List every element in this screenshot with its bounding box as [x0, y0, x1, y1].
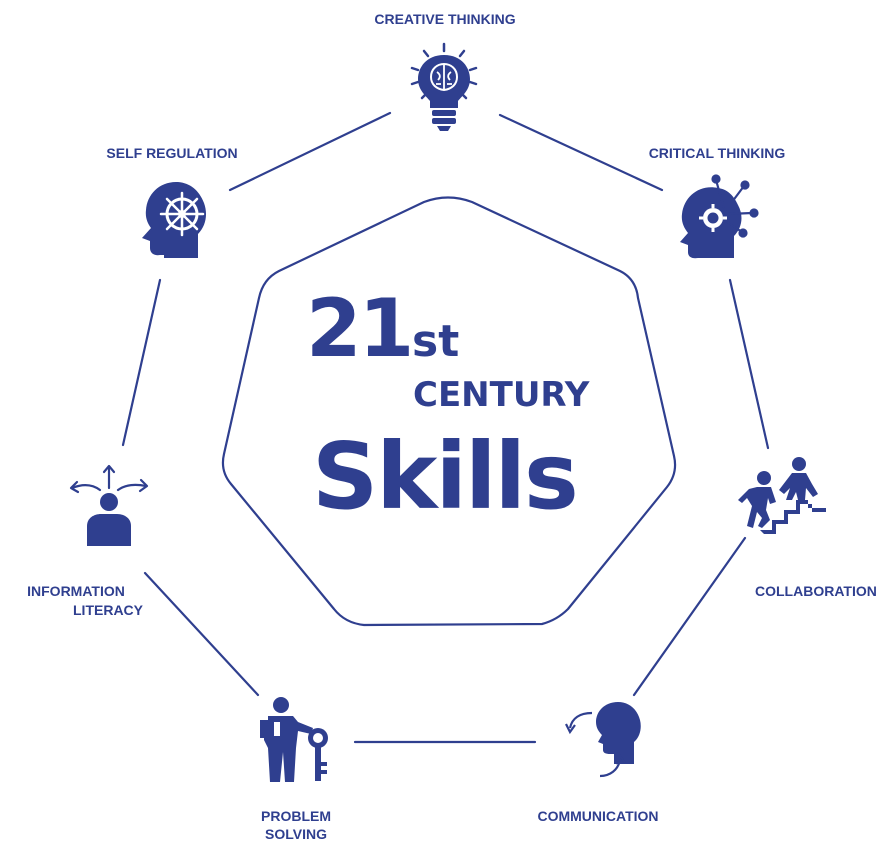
node-critical-thinking: CRITICAL THINKING: [649, 145, 786, 259]
center-title: 21 st CENTURY Skills: [306, 282, 590, 530]
node-self-regulation: SELF REGULATION: [106, 145, 238, 258]
title-number: 21: [306, 282, 411, 375]
two-heads-exchange-icon: [565, 702, 641, 778]
label-problem-solving-line1: PROBLEM: [261, 808, 331, 824]
title-century: CENTURY: [413, 375, 590, 415]
node-information-literacy: INFORMATION LITERACY: [27, 464, 149, 618]
connector-problem-information: [143, 571, 260, 697]
label-collaboration: COLLABORATION: [755, 583, 877, 599]
head-gear-network-icon: [680, 174, 759, 259]
connector-critical-collaboration: [728, 278, 770, 450]
label-creative-thinking: CREATIVE THINKING: [374, 11, 515, 27]
label-information-literacy-line1: INFORMATION: [27, 583, 125, 599]
center-heptagon: [221, 196, 677, 627]
label-self-regulation: SELF REGULATION: [106, 145, 237, 161]
people-climbing-stairs-icon: [738, 457, 826, 534]
person-arrows-icon: [69, 464, 149, 546]
person-key-icon: [260, 697, 328, 782]
node-communication: COMMUNICATION: [537, 702, 659, 824]
outer-connectors: [121, 111, 770, 744]
label-communication: COMMUNICATION: [537, 808, 658, 824]
node-collaboration: COLLABORATION: [738, 457, 877, 599]
lightbulb-shape: [418, 55, 470, 131]
connector-self-creative: [228, 111, 392, 192]
connector-information-self: [121, 278, 162, 447]
connector-collaboration-communication: [632, 536, 747, 697]
head-ship-wheel-icon: [142, 181, 206, 258]
label-information-literacy-line2: LITERACY: [73, 602, 144, 618]
label-critical-thinking: CRITICAL THINKING: [649, 145, 786, 161]
title-skills: Skills: [312, 423, 577, 530]
node-problem-solving: PROBLEM SOLVING: [260, 697, 331, 841]
label-problem-solving-line2: SOLVING: [265, 826, 327, 841]
title-superscript: st: [412, 316, 459, 367]
connector-creative-critical: [498, 113, 664, 192]
node-creative-thinking: CREATIVE THINKING: [374, 11, 516, 131]
lightbulb-brain-icon: [410, 42, 478, 100]
